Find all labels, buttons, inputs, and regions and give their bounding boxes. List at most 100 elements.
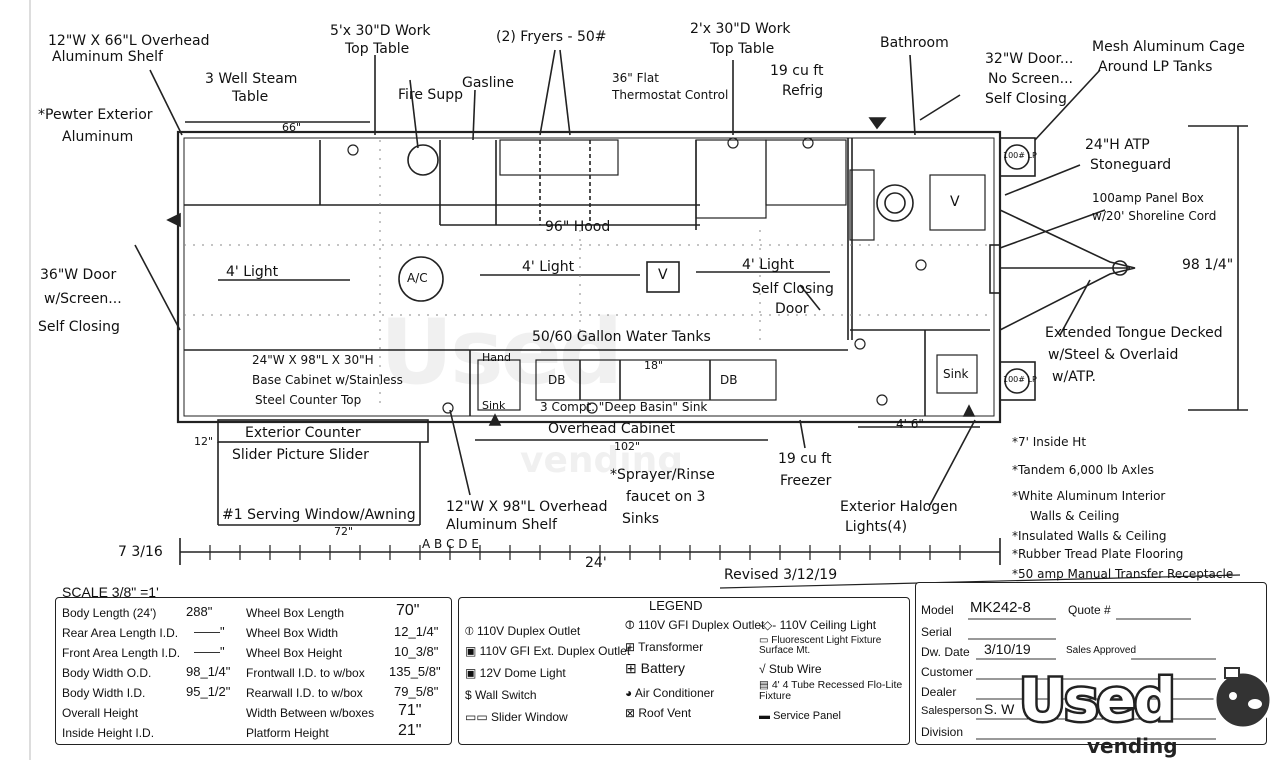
legend-item: ▬ Service Panel xyxy=(759,710,841,722)
light-1-label: 4' Light xyxy=(226,264,279,280)
spec-value: 71" xyxy=(398,702,422,719)
legend-panel: LEGEND ⦶ 110V Duplex Outlet ▣ 110V GFI E… xyxy=(458,597,910,745)
vent-symbol-label: V xyxy=(658,267,668,283)
legend-item: ⦷ 110V GFI Duplex Outlet xyxy=(625,618,765,632)
dim-12-label: 12" xyxy=(194,435,214,448)
legend-item-label: Air Conditioner xyxy=(634,686,715,700)
tongue-label-3: w/ATP. xyxy=(1052,369,1096,385)
note-transfer: *50 amp Manual Transfer Receptacle xyxy=(1012,567,1234,581)
legend-item-label: Stub Wire xyxy=(768,662,822,676)
dwdate-label: Dw. Date xyxy=(921,645,970,659)
lp-tank-2-label: 100# LP xyxy=(1003,375,1037,384)
work-table-2-label-2: Top Table xyxy=(710,41,775,57)
serial-label: Serial xyxy=(921,625,952,639)
legend-item: ⊞ Transformer xyxy=(625,640,704,654)
legend-item-label: 4' 4 Tube Recessed Flo-Lite Fixture xyxy=(759,679,903,703)
hand-sink-label: Hand xyxy=(482,351,511,364)
self-closing-door-label: Self Closing xyxy=(752,281,834,297)
fire-supp-label: Fire Supp xyxy=(398,87,463,103)
model-value: MK242-8 xyxy=(970,599,1031,616)
dim-24-label: 24' xyxy=(585,555,607,571)
legend-item: ▭ Fluorescent Light Fixture Surface Mt. xyxy=(759,635,882,656)
bathroom-label: Bathroom xyxy=(880,35,949,51)
spec-label: Front Area Length I.D. xyxy=(62,646,181,660)
work-table-1-label: 5'x 30"D Work xyxy=(330,23,431,39)
overhead-shelf-top-label: 12"W X 66"L Overhead xyxy=(48,33,210,49)
atp-stoneguard-label-2: Stoneguard xyxy=(1090,157,1172,173)
spec-label: Platform Height xyxy=(246,726,329,740)
spec-value: ——" xyxy=(194,624,225,639)
water-tanks-label: 50/60 Gallon Water Tanks xyxy=(532,329,711,345)
slider-picture-label: Slider Picture Slider xyxy=(232,447,369,463)
spec-label: Frontwall I.D. to w/box xyxy=(246,666,365,680)
work-table-2-label: 2'x 30"D Work xyxy=(690,21,791,37)
door-36-label-2: w/Screen... xyxy=(44,291,122,307)
tongue-label-2: w/Steel & Overlaid xyxy=(1048,347,1179,363)
spec-label: Body Width O.D. xyxy=(62,666,152,680)
work-table-1-label-2: Top Table xyxy=(345,41,410,57)
hand-sink-label-2: Sink xyxy=(482,399,506,412)
overhead-shelf-bot-label-2: Aluminum Shelf xyxy=(446,517,557,533)
overhead-cabinet-label: Overhead Cabinet xyxy=(548,421,675,437)
legend-item-label: Transformer xyxy=(638,640,704,654)
spec-label: Overall Height xyxy=(62,706,139,720)
sprayer-label: *Sprayer/Rinse xyxy=(610,467,715,483)
sprayer-label-3: Sinks xyxy=(622,511,660,527)
spec-value: 135_5/8" xyxy=(389,664,441,679)
spec-label: Rearwall I.D. to w/box xyxy=(246,686,363,700)
spec-value: 70" xyxy=(396,602,420,619)
logo-text-used: Used xyxy=(1016,664,1178,737)
legend-item-label: 110V GFI Duplex Outlet xyxy=(637,618,765,632)
panel-box-label-2: w/20' Shoreline Cord xyxy=(1092,209,1217,223)
spec-label: Rear Area Length I.D. xyxy=(62,626,179,640)
legend-title: LEGEND xyxy=(649,598,703,613)
spec-label: Inside Height I.D. xyxy=(62,726,155,740)
legend-item: -◇- 110V Ceiling Light xyxy=(759,618,877,632)
legend-item-label: Battery xyxy=(640,660,685,676)
mesh-cage-label-2: Around LP Tanks xyxy=(1098,59,1213,75)
base-cabinet-label: 24"W X 98"L X 30"H xyxy=(252,353,374,367)
legend-item: √ Stub Wire xyxy=(759,662,822,676)
logo-text-vending: vending xyxy=(1087,734,1178,758)
tongue-label: Extended Tongue Decked xyxy=(1045,325,1223,341)
piggy-bank-icon xyxy=(1213,667,1270,730)
legend-item: ⊞ Battery xyxy=(625,660,685,676)
pewter-label-2: Aluminum xyxy=(62,129,134,145)
dim-4-6-label: 4' 6" xyxy=(896,417,924,431)
spec-value: 12_1/4" xyxy=(394,624,439,639)
legend-item: ▤ 4' 4 Tube Recessed Flo-Lite Fixture xyxy=(759,679,903,703)
door-32-label: 32"W Door... xyxy=(985,51,1074,67)
legend-item-label: 12V Dome Light xyxy=(479,666,566,680)
light-2-label: 4' Light xyxy=(522,259,575,275)
model-label: Model xyxy=(921,603,954,617)
spec-value: 95_1/2" xyxy=(186,684,231,699)
sales-approved-label: Sales Approved xyxy=(1066,645,1137,656)
pewter-label: *Pewter Exterior xyxy=(38,107,153,123)
spec-label: Wheel Box Height xyxy=(246,646,343,660)
dim-102-label: 102" xyxy=(614,440,641,453)
legend-item: ▭▭ Slider Window xyxy=(465,710,568,724)
ext-counter-label: Exterior Counter xyxy=(245,425,361,441)
refrig-label-2: Refrig xyxy=(782,83,824,99)
door-32-label-3: Self Closing xyxy=(985,91,1067,107)
ext-halogen-label: Exterior Halogen xyxy=(840,499,958,515)
spec-value: 21" xyxy=(398,722,422,739)
door-36-label-3: Self Closing xyxy=(38,319,120,335)
dim-66-label: 66" xyxy=(282,121,302,134)
dim-72-label: 72" xyxy=(334,525,354,538)
quote-label: Quote # xyxy=(1068,603,1111,617)
center-watermark-sub: vending xyxy=(520,440,684,481)
note-interior: *White Aluminum Interior xyxy=(1012,489,1166,503)
scale-label: SCALE 3/8" =1' xyxy=(62,584,159,600)
spec-label: Width Between w/boxes xyxy=(246,706,375,720)
customer-label: Customer xyxy=(921,665,974,679)
three-comp-sink-label: 3 Compt. "Deep Basin" Sink xyxy=(540,400,708,414)
legend-item: $ Wall Switch xyxy=(465,688,537,702)
door-32-label-2: No Screen... xyxy=(988,71,1073,87)
steam-table-label: 3 Well Steam xyxy=(205,71,298,87)
base-cabinet-label-2: Base Cabinet w/Stainless xyxy=(252,373,403,387)
spec-label: Wheel Box Width xyxy=(246,626,339,640)
spec-panel: Body Length (24') 288" Rear Area Length … xyxy=(55,597,452,745)
dim-98-label: 98 1/4" xyxy=(1182,257,1234,273)
base-cabinet-label-3: Steel Counter Top xyxy=(255,393,362,407)
